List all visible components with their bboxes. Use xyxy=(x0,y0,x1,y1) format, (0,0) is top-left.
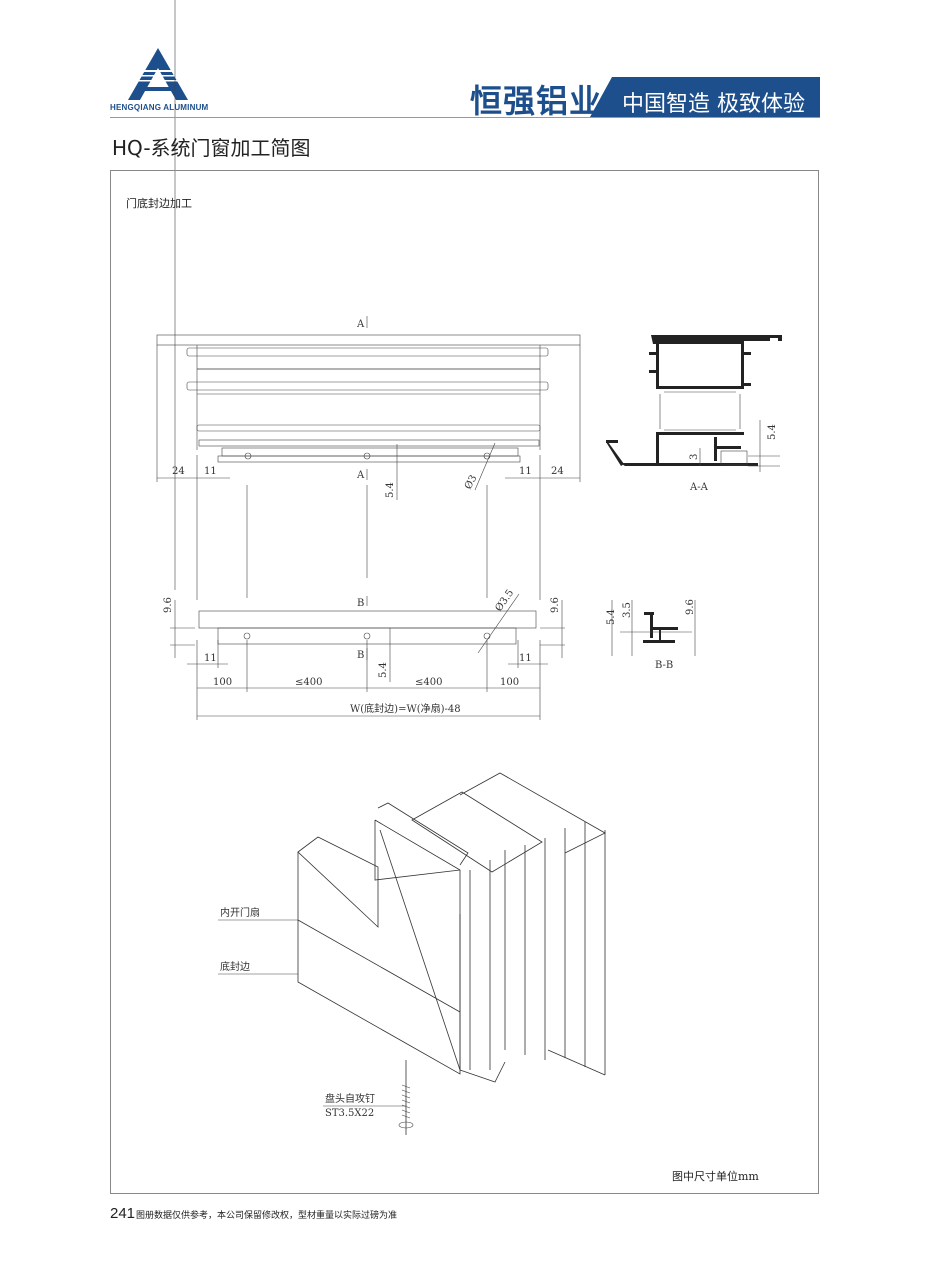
dim-5-4-top: 5.4 xyxy=(385,482,396,498)
unit-note: 图中尺寸单位mm xyxy=(672,1170,759,1183)
slogan-text: 中国智造 极致体验 xyxy=(622,92,805,117)
label-screw-spec: ST3.5X22 xyxy=(325,1108,374,1119)
section-mark-a-bottom: A xyxy=(356,470,365,481)
top-view-drawing xyxy=(156,316,581,600)
drawing-frame xyxy=(110,170,819,1194)
page-number: 241 xyxy=(110,1205,136,1222)
dim-3-aa: 3 xyxy=(689,454,700,460)
header-divider xyxy=(110,117,820,118)
section-label: 门底封边加工 xyxy=(126,197,192,210)
footer-disclaimer: 图册数据仅供参考，本公司保留修改权，型材重量以实际过磅为准 xyxy=(136,1211,398,1221)
dim-9-6-bb: 9.6 xyxy=(685,599,696,615)
section-aa-profile xyxy=(606,335,782,472)
dim-11-b-right: 11 xyxy=(519,653,532,664)
isometric-assembly-drawing xyxy=(218,772,606,1135)
section-mark-b-bottom: B xyxy=(357,650,364,661)
section-mark-b-top: B xyxy=(357,598,364,609)
slogan-banner xyxy=(590,77,820,117)
brand-name: 恒强铝业 xyxy=(470,82,603,120)
dim-11-b-left: 11 xyxy=(204,653,217,664)
dim-le400-right: ≤400 xyxy=(415,677,442,688)
label-bottom-seal: 底封边 xyxy=(220,960,250,973)
logo-text: HENGQIANG ALUMINUM xyxy=(110,103,209,112)
width-formula: W(底封边)=W(净扇)-48 xyxy=(350,702,461,715)
page-title: HQ-系统门窗加工简图 xyxy=(112,136,311,160)
dim-9-6-right: 9.6 xyxy=(550,597,561,613)
dim-9-6-left: 9.6 xyxy=(163,597,174,613)
dim-100-right: 100 xyxy=(500,677,519,688)
dim-5-4-bb: 5.4 xyxy=(606,609,617,625)
company-logo xyxy=(128,48,188,100)
dim-24-right: 24 xyxy=(551,466,564,477)
label-inward-door-sash: 内开门扇 xyxy=(220,906,260,919)
bottom-view-drawing xyxy=(170,0,565,720)
dim-11-left: 11 xyxy=(204,466,217,477)
dim-le400-left: ≤400 xyxy=(295,677,322,688)
section-bb-profile xyxy=(611,600,696,656)
section-mark-a-top: A xyxy=(356,319,365,330)
section-bb-label: B-B xyxy=(655,660,673,671)
dim-24-left: 24 xyxy=(172,466,185,477)
dim-5-4-b: 5.4 xyxy=(378,662,389,678)
dim-3-5-bb: 3.5 xyxy=(622,602,633,618)
section-aa-label: A-A xyxy=(689,482,709,493)
dim-100-left: 100 xyxy=(213,677,232,688)
dim-11-right: 11 xyxy=(519,466,532,477)
dim-5-4-aa: 5.4 xyxy=(767,424,778,440)
label-screw: 盘头自攻钉 xyxy=(325,1092,375,1105)
